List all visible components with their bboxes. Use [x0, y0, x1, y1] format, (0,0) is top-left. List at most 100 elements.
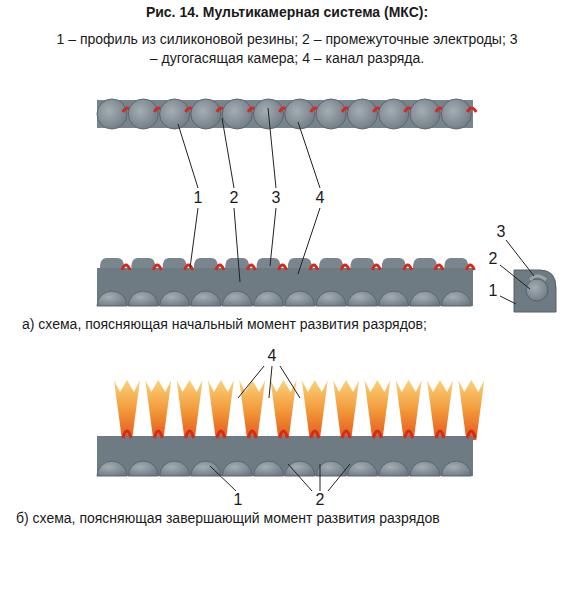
electrode — [222, 99, 252, 129]
discharge-mark — [154, 431, 162, 438]
discharge-channel — [427, 380, 453, 440]
discharge-mark — [186, 431, 194, 438]
electrode — [285, 291, 315, 306]
side-view — [97, 258, 474, 306]
discharge-mark — [279, 265, 287, 270]
discharge-mark — [342, 431, 350, 438]
electrode — [128, 461, 158, 476]
electrode — [160, 461, 190, 476]
electrode — [191, 291, 221, 306]
electrode — [410, 99, 440, 129]
electrode — [191, 461, 221, 476]
discharge-mark — [467, 431, 475, 438]
electrode — [316, 99, 346, 129]
discharge-channel — [208, 380, 234, 440]
discharge-channel — [396, 380, 422, 440]
discharge-channel — [177, 380, 203, 440]
discharge-channel — [364, 380, 390, 440]
discharge-channel — [458, 380, 484, 440]
electrode — [285, 461, 315, 476]
chamber-wall — [413, 258, 437, 268]
electrode — [379, 99, 409, 129]
electrode-section — [526, 279, 548, 301]
electrode — [285, 99, 315, 129]
electrode — [222, 291, 252, 306]
sub-caption: б) схема, поясняющая завершающий момент … — [16, 510, 440, 526]
electrode — [97, 461, 127, 476]
discharge-channel — [302, 380, 328, 440]
electrode — [128, 291, 158, 306]
callout-number: 1 — [234, 491, 243, 509]
chamber-wall — [100, 258, 124, 268]
chamber-wall — [288, 258, 312, 268]
electrode — [379, 461, 409, 476]
discharge-flames — [114, 380, 484, 440]
profile-section — [514, 270, 556, 312]
electrode — [441, 291, 471, 306]
electrode — [97, 99, 127, 129]
discharge-mark — [123, 431, 131, 438]
cross-section — [514, 270, 556, 312]
side-view-final — [97, 431, 475, 476]
chamber-wall — [131, 258, 155, 268]
discharge-mark — [373, 431, 381, 438]
callout-number: 3 — [272, 189, 281, 207]
figure-title: Рис. 14. Мультикамерная система (МКС): — [0, 4, 574, 20]
discharge-mark — [216, 265, 224, 270]
discharge-mark — [248, 431, 256, 438]
electrode — [128, 99, 158, 129]
discharge-mark — [341, 265, 349, 270]
electrode — [347, 291, 377, 306]
profile-strip — [97, 268, 473, 306]
discharge-mark — [405, 431, 413, 438]
discharge-channel — [333, 380, 359, 440]
leader-lines — [178, 108, 534, 491]
electrode — [316, 291, 346, 306]
chamber-wall — [257, 258, 281, 268]
electrode — [410, 291, 440, 306]
discharge-mark — [467, 108, 476, 112]
discharge-mark — [372, 265, 380, 270]
discharge-channel — [114, 380, 140, 440]
electrode — [347, 461, 377, 476]
discharge-mark — [466, 265, 474, 270]
callout-number: 1 — [194, 189, 203, 207]
electrode — [410, 461, 440, 476]
electrode — [441, 99, 471, 129]
discharge-mark — [311, 431, 319, 438]
electrode — [347, 99, 377, 129]
callout-number: 3 — [497, 223, 506, 241]
electrode — [191, 99, 221, 129]
discharge-mark — [185, 265, 193, 270]
chamber-wall — [444, 258, 468, 268]
callout-number: 2 — [230, 189, 239, 207]
callout-number: 4 — [268, 347, 277, 365]
discharge-channel — [145, 380, 171, 440]
callout-number: 2 — [489, 250, 498, 268]
chamber-wall — [163, 258, 187, 268]
chamber-wall — [194, 258, 218, 268]
figure-key: 1 – профиль из силиконовой резины; 2 – п… — [52, 30, 522, 68]
chamber-wall — [225, 258, 249, 268]
discharge-channel — [271, 380, 297, 440]
callout-number: 4 — [316, 189, 325, 207]
discharge-mark — [280, 431, 288, 438]
chamber-section — [530, 276, 546, 280]
discharge-mark — [435, 265, 443, 270]
profile-strip — [97, 100, 473, 128]
discharge-mark — [436, 431, 444, 438]
top-view — [97, 99, 476, 129]
electrode — [160, 291, 190, 306]
electrode — [379, 291, 409, 306]
electrode — [254, 291, 284, 306]
discharge-mark — [153, 265, 161, 270]
discharge-channel — [239, 380, 265, 440]
sub-caption: а) схема, поясняющая начальный момент ра… — [22, 316, 427, 332]
chamber-wall — [350, 258, 374, 268]
callout-number: 2 — [316, 491, 325, 509]
callout-number: 1 — [489, 282, 498, 300]
electrode — [97, 291, 127, 306]
chamber-wall — [319, 258, 343, 268]
discharge-mark — [122, 265, 130, 270]
